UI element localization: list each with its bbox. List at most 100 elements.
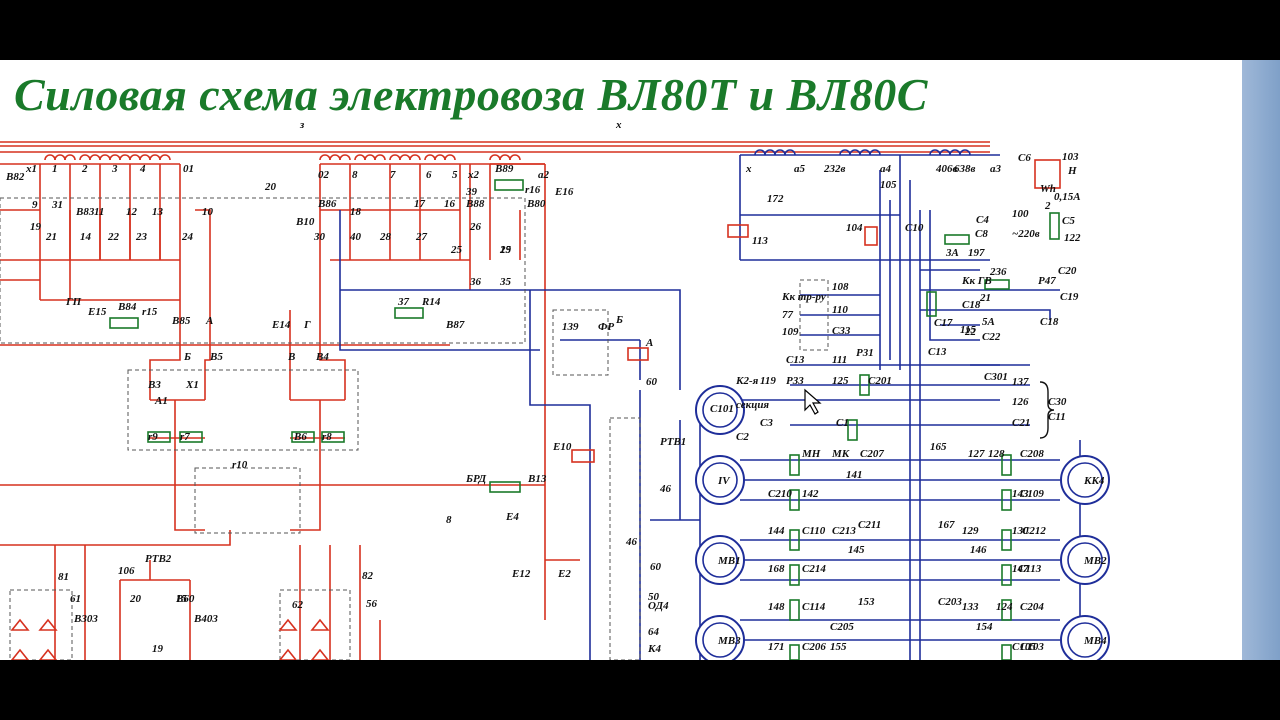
resistor-122 bbox=[1049, 212, 1060, 240]
power-label: 28 bbox=[379, 231, 392, 243]
power-label: 62 bbox=[292, 599, 304, 611]
power-label: r8 bbox=[322, 431, 332, 443]
power-label: В84 bbox=[117, 301, 137, 313]
power-label: 0,15А bbox=[1054, 191, 1081, 203]
control-label: С205 bbox=[830, 621, 854, 633]
power-label: В83 bbox=[75, 206, 95, 218]
control-label: 124 bbox=[996, 601, 1013, 613]
transformer-winding bbox=[489, 154, 501, 161]
control-label: С206 bbox=[802, 641, 826, 653]
control-label: С101 bbox=[710, 403, 734, 415]
control-label: 638в bbox=[954, 163, 976, 175]
control-label: С113 bbox=[1018, 563, 1042, 575]
control-label: С33 bbox=[832, 325, 851, 337]
undefined bbox=[340, 289, 681, 390]
control-label: 130 bbox=[1012, 525, 1029, 537]
power-label: С6 bbox=[1018, 152, 1031, 164]
power-label: x1 bbox=[25, 163, 37, 175]
power-label: Н bbox=[1067, 165, 1077, 177]
power-label: 1 bbox=[52, 163, 58, 175]
transformer-winding bbox=[444, 154, 456, 161]
transformer-winding bbox=[389, 154, 401, 161]
control-label: С18 bbox=[1040, 316, 1059, 328]
control-label: МВ2 bbox=[1083, 555, 1107, 567]
resistor-3А bbox=[944, 234, 970, 245]
control-label: х bbox=[745, 163, 752, 175]
control-label: 22 bbox=[964, 326, 977, 338]
control-label: 156 bbox=[0, 60, 17, 63]
control-label: 104 bbox=[846, 222, 863, 234]
control-label: С13 bbox=[928, 346, 947, 358]
power-label: а2 bbox=[538, 169, 550, 181]
control-label: С204 bbox=[1020, 601, 1044, 613]
power-label: 8 bbox=[446, 514, 452, 526]
control-label: С11 bbox=[1048, 411, 1066, 423]
undefined bbox=[319, 310, 346, 400]
power-label: 8 bbox=[352, 169, 358, 181]
resistor-r15 bbox=[109, 317, 139, 329]
cursor-arrow-icon bbox=[804, 388, 822, 415]
transformer-winding bbox=[499, 154, 511, 161]
control-label: 148 bbox=[768, 601, 785, 613]
control-label: 109 bbox=[782, 326, 799, 338]
control-label: С4 bbox=[976, 214, 989, 226]
transformer-winding bbox=[319, 154, 331, 161]
power-label: БРД bbox=[465, 473, 487, 485]
transformer-winding bbox=[869, 149, 881, 156]
transformer-winding bbox=[374, 154, 386, 161]
power-label: 26 bbox=[469, 221, 482, 233]
resistor-r9 bbox=[147, 431, 171, 443]
transformer-winding bbox=[109, 154, 121, 161]
slide-title: Силовая схема электровоза ВЛ80Т и ВЛ80С bbox=[14, 69, 928, 120]
power-label: В13 bbox=[527, 473, 547, 485]
power-label: 31 bbox=[51, 199, 63, 211]
control-label: 125 bbox=[832, 375, 849, 387]
power-label: Е10 bbox=[552, 441, 572, 453]
control-label: Р31 bbox=[856, 347, 874, 359]
control-label: 5А bbox=[982, 316, 995, 328]
control-label: С110 bbox=[802, 525, 826, 537]
power-label: В6 bbox=[293, 431, 307, 443]
control-label: С10 bbox=[905, 222, 924, 234]
power-label: 22 bbox=[107, 231, 120, 243]
power-label: 16 bbox=[444, 198, 456, 210]
control-label: РТВ1 bbox=[660, 436, 686, 448]
control-label: 167 bbox=[938, 519, 955, 531]
control-label: С211 bbox=[858, 519, 881, 531]
diode-icon bbox=[10, 618, 30, 631]
power-label: А1 bbox=[154, 395, 168, 407]
power-label: Б bbox=[183, 351, 191, 363]
control-label: С1 bbox=[836, 417, 849, 429]
undefined bbox=[204, 310, 211, 400]
power-label: 13 bbox=[152, 206, 164, 218]
control-label: С301 bbox=[984, 371, 1008, 383]
power-label: В85 bbox=[171, 315, 191, 327]
control-label: 165 bbox=[930, 441, 947, 453]
control-label: С201 bbox=[868, 375, 892, 387]
control-label: Б bbox=[615, 314, 623, 326]
power-label: 29 bbox=[499, 244, 512, 256]
relay-coil bbox=[789, 599, 800, 621]
relay-coil bbox=[789, 644, 800, 660]
motor-МВ1 bbox=[702, 462, 738, 498]
control-label: С19 bbox=[1060, 291, 1079, 303]
power-label: 5 bbox=[452, 169, 458, 181]
power-label: 3 bbox=[111, 163, 118, 175]
relay-coil bbox=[789, 564, 800, 586]
control-label: С17 bbox=[934, 317, 953, 329]
control-label: 77 bbox=[782, 309, 794, 321]
undefined bbox=[195, 209, 211, 310]
control-label: 21 bbox=[979, 292, 991, 304]
slide: Силовая схема электровоза ВЛ80Т и ВЛ80С … bbox=[0, 60, 1242, 660]
control-label: С21 bbox=[1012, 417, 1030, 429]
power-label: Е14 bbox=[271, 319, 291, 331]
meter-Wh bbox=[1034, 159, 1061, 189]
power-label: Е15 bbox=[87, 306, 107, 318]
diode-icon bbox=[310, 648, 330, 660]
control-label: 3А bbox=[945, 247, 959, 259]
control-label: 146 bbox=[970, 544, 987, 556]
diode-icon bbox=[310, 618, 330, 631]
power-label: 30 bbox=[313, 231, 326, 243]
